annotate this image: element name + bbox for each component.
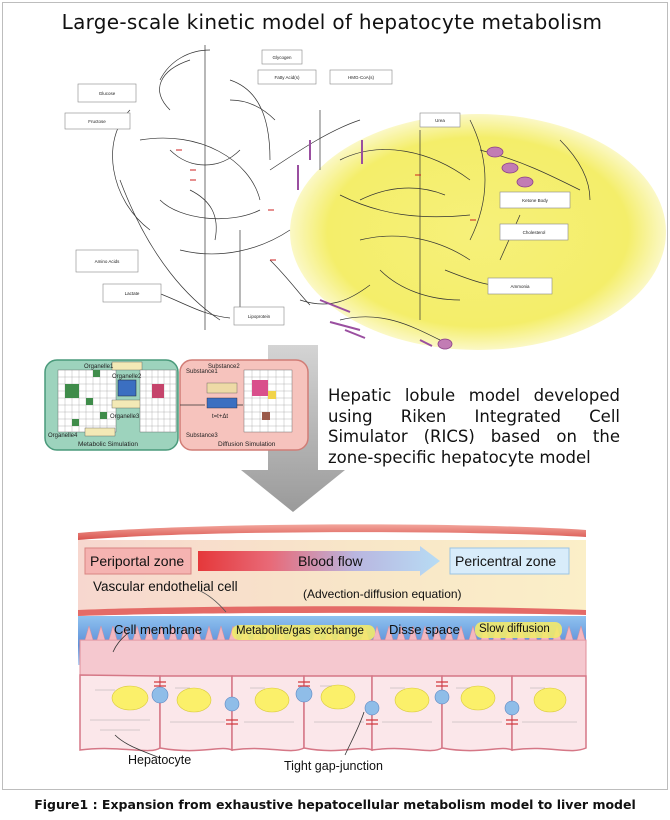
- box-urea: Urea: [435, 118, 445, 123]
- box-cholesterol: Cholesterol: [523, 230, 546, 235]
- organelle3-label: Organelle3: [110, 414, 140, 420]
- lobule-diagram: [78, 524, 587, 759]
- hepatocyte-pointer: [114, 734, 161, 759]
- slow-diffusion-label: Slow diffusion: [479, 623, 550, 635]
- lower-endothelium: [78, 606, 586, 616]
- periportal-zone-label: Periportal zone: [90, 553, 185, 569]
- cell-internals: [90, 685, 577, 731]
- figure-caption: Figure1 : Expansion from exhaustive hepa…: [34, 797, 636, 812]
- box-ammonia: Ammonia: [510, 284, 530, 289]
- box-glucose: Glucose: [99, 91, 116, 96]
- membrane-pointer: [112, 632, 129, 653]
- box-amino-acids: Amino Acids: [95, 259, 121, 264]
- upper-endothelium: [78, 524, 586, 540]
- pericentral-zone-box: [449, 547, 570, 575]
- metabolic-solver-box: [117, 379, 137, 397]
- metabolic-network: Glycogen Fatty Acid(s) HMG-CoA(s) Glucos…: [64, 45, 666, 350]
- organelle1-label: Organelle1: [84, 364, 114, 370]
- equation-label: (Advection-diffusion equation): [303, 587, 462, 601]
- endothelial-cell-label: Vascular endothelial cell: [93, 579, 238, 594]
- tight-junctions: [154, 681, 518, 725]
- box-hmg-coa: HMG-CoA(s): [348, 75, 374, 80]
- hepatocyte-label: Hepatocyte: [128, 753, 192, 767]
- exchange-highlight: [232, 625, 375, 640]
- purple-transporters: [297, 140, 433, 347]
- pathway-box-labels: Glycogen Fatty Acid(s) HMG-CoA(s) Glucos…: [88, 55, 548, 319]
- gap-junction-blobs: [151, 685, 520, 716]
- exchange-label: Metabolite/gas exchange: [236, 625, 364, 637]
- junction-pointer: [344, 711, 365, 756]
- box-fructose: Fructose: [88, 119, 106, 124]
- mitochondrion-region: [290, 114, 666, 350]
- cell-nuclei: [111, 684, 567, 713]
- pathway-label-boxes: [64, 49, 571, 326]
- metabolic-simulation-label: Metabolic Simulation: [78, 441, 138, 448]
- diffusion-simulation-label: Diffusion Simulation: [218, 441, 276, 448]
- blood-flow-label: Blood flow: [298, 553, 363, 569]
- box-fatty-acid: Fatty Acid(s): [274, 75, 300, 80]
- rics-panel: Organelle1 Organelle2 Organelle3 Organel…: [44, 359, 309, 451]
- box-ketone-body: Ketone Body: [522, 198, 549, 203]
- rics-text: Organelle1 Organelle2 Organelle3 Organel…: [48, 364, 276, 448]
- rics-description: Hepatic lobule model developed using Rik…: [328, 386, 620, 467]
- substance1-label: Substance1: [186, 369, 218, 375]
- substance2-label: Substance2: [208, 364, 240, 370]
- disse-space-label: Disse space: [389, 622, 460, 637]
- time-step-label: t=t+Δt: [212, 414, 228, 420]
- endothelial-pointer: [197, 589, 227, 613]
- pericentral-zone-label: Pericentral zone: [455, 553, 557, 569]
- box-lipoprotein: Lipoprotein: [248, 314, 271, 319]
- tight-junction-label: Tight gap-junction: [284, 759, 383, 773]
- figure-title: Large-scale kinetic model of hepatocyte …: [61, 10, 603, 34]
- diffusion-solver-box: [206, 397, 238, 409]
- rics-labels-boxes: [84, 361, 143, 437]
- box-lactate: Lactate: [125, 291, 140, 296]
- cell-membrane-label: Cell membrane: [114, 622, 203, 637]
- organelle4-label: Organelle4: [48, 433, 78, 439]
- periportal-zone-box: [84, 547, 192, 575]
- blood-flow-arrow: [198, 546, 440, 576]
- organelle2-label: Organelle2: [112, 374, 142, 380]
- box-glycogen: Glycogen: [272, 55, 292, 60]
- membrane-channels: [437, 146, 534, 350]
- organelle1-cell: [65, 384, 79, 398]
- substance3-label: Substance3: [186, 433, 218, 439]
- slow-diffusion-highlight: [475, 622, 562, 638]
